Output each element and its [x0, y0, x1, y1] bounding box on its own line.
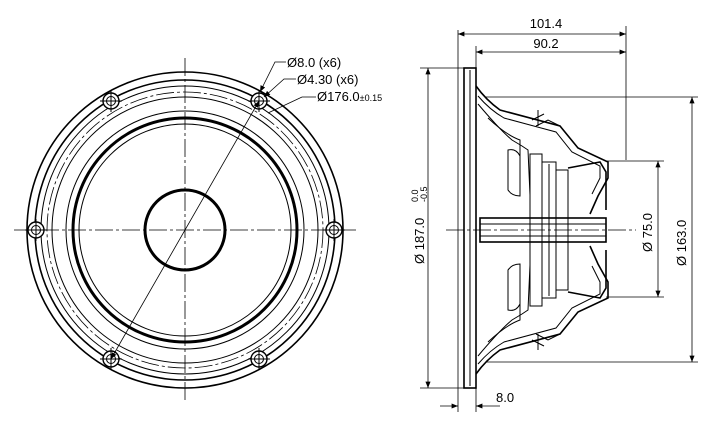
- pitch-circle-callout: Ø176.0±0.15: [317, 89, 382, 104]
- basket-bottom: [475, 245, 609, 375]
- mounting-hole: [323, 219, 345, 241]
- magnet-diameter-label: Ø 75.0: [640, 213, 655, 252]
- flange-thickness-label: 8.0: [496, 390, 514, 405]
- pole-piece: [479, 217, 607, 243]
- inner-hole-callout: Ø4.30 (x6): [297, 72, 358, 87]
- basket-top-inner: [477, 95, 601, 195]
- spider-bottom: [507, 263, 521, 311]
- pitch-circle-leader: [267, 96, 316, 114]
- depth-from-flange-label: 90.2: [533, 36, 558, 51]
- pitch-circle-tolerance: ±0.15: [360, 93, 382, 103]
- outer-tol-lower: -0.5: [419, 186, 429, 202]
- side-view: 101.4 90.2 8.0 Ø 187.0 0.0 -0.5 Ø 163.0 …: [410, 16, 698, 412]
- mounting-hole: [25, 219, 47, 241]
- front-view: Ø8.0 (x6) Ø4.30 (x6) Ø176.0±0.15: [14, 55, 382, 402]
- bolt-hole-leader: [259, 61, 286, 93]
- spider-top: [507, 149, 521, 197]
- bolt-hole-callout: Ø8.0 (x6): [287, 55, 341, 70]
- outer-tol-upper: 0.0: [410, 189, 420, 202]
- overall-depth-label: 101.4: [530, 16, 563, 31]
- mounting-flange: [463, 67, 477, 389]
- back-plate: [555, 169, 569, 291]
- outer-diameter-label: Ø 187.0: [412, 218, 427, 264]
- basket-bottom-inner: [477, 265, 601, 365]
- cone-top-2: [487, 117, 521, 196]
- cutout-diameter-label: Ø 163.0: [674, 220, 689, 266]
- motor-back-bottom: [567, 250, 607, 299]
- basket-top: [475, 85, 609, 215]
- surround-outer: [51, 96, 319, 364]
- pitch-circle-value: Ø176.0: [317, 89, 360, 104]
- motor-back-top: [567, 161, 607, 210]
- pitch-diameter-line: [110, 100, 260, 360]
- inner-hole-leader: [263, 78, 296, 98]
- cone-bottom-2: [487, 264, 521, 343]
- outer-diameter-label-group: Ø 187.0 0.0 -0.5: [410, 186, 429, 264]
